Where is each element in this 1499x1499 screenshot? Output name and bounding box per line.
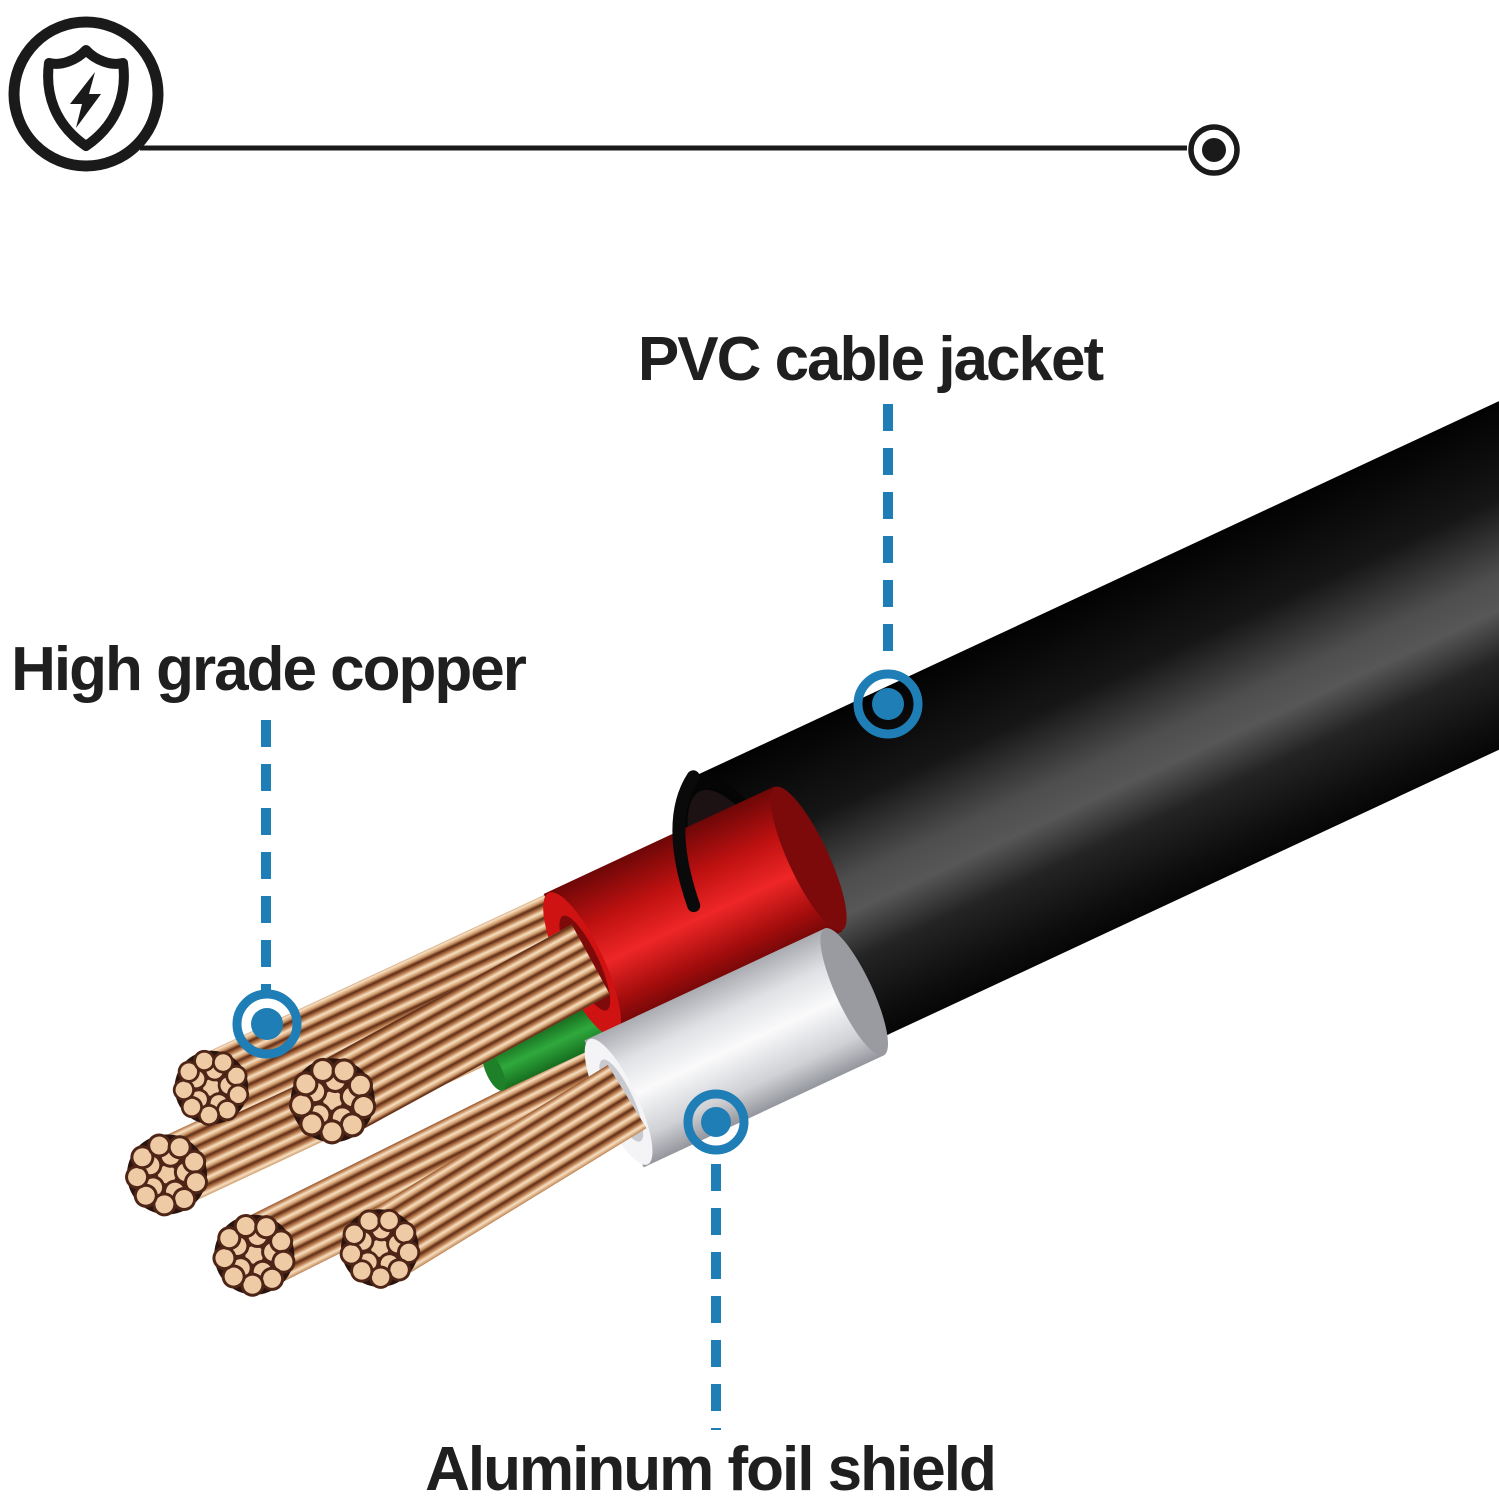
- cable-assembly: [112, 142, 1499, 1310]
- red-wire-copper-strands: [274, 924, 611, 1159]
- shield-outline: [43, 45, 129, 151]
- lightning-bolt: [70, 72, 101, 128]
- callout-markers: [232, 669, 923, 1155]
- jacket-rim-edge: [672, 770, 701, 913]
- marker-pvc-jacket: [853, 669, 923, 739]
- red-wire: [274, 786, 847, 1159]
- white-wire: [325, 928, 889, 1303]
- white-wire-copper-strands: [325, 1065, 647, 1303]
- shield-lightning-icon: [8, 16, 164, 172]
- label-pvc-jacket: PVC cable jacket: [637, 325, 1104, 394]
- marker-foil-shield: [683, 1089, 749, 1155]
- header-rule-end-dot: [1188, 124, 1240, 176]
- label-foil-shield: Aluminum foil shield: [425, 1435, 997, 1499]
- cable-jacket: [693, 142, 1499, 1064]
- callout-leader-lines: [261, 404, 893, 1430]
- marker-copper: [232, 989, 302, 1059]
- label-copper: High grade copper: [11, 635, 527, 704]
